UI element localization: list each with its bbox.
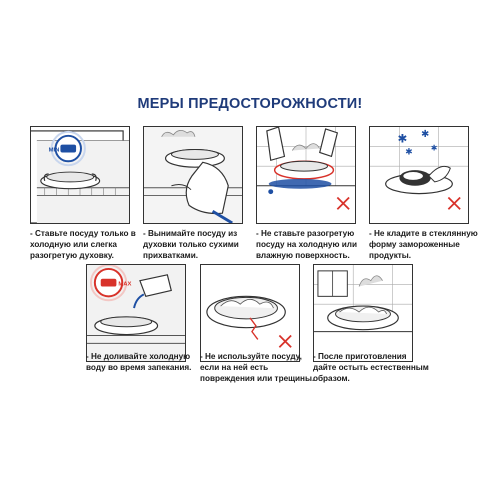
caption-5: - Не доливайте холодную воду во время за… xyxy=(86,352,192,372)
max-badge: MAX xyxy=(118,282,131,288)
cooling-dish-icon xyxy=(314,265,412,361)
frozen-food-icon: ✱ ✱ ✱ ✱ xyxy=(370,127,468,223)
snowflake-icon: ✱ ✱ ✱ ✱ xyxy=(397,129,437,158)
oven-pan-min-icon: MIN xyxy=(31,130,129,223)
hot-pan-wet-surface-icon xyxy=(257,127,355,223)
caption-4: - Не кладите в стеклянную форму замороже… xyxy=(369,229,478,260)
pour-water-icon: MAX xyxy=(87,265,185,361)
panel-cold-water: MAX xyxy=(86,264,186,362)
oven-mitt-icon xyxy=(144,127,242,223)
min-badge: MIN xyxy=(49,147,60,153)
panel-cooling xyxy=(313,264,413,362)
caption-2: - Вынимайте посуду из духовки только сух… xyxy=(143,229,239,260)
svg-text:✱: ✱ xyxy=(431,144,438,153)
panel-cracked xyxy=(200,264,300,362)
page-title: МЕРЫ ПРЕДОСТОРОЖНОСТИ! xyxy=(137,96,363,112)
caption-3: - Не ставьте разогретую посуду на холодн… xyxy=(256,229,358,260)
panel-wet-surface xyxy=(256,126,356,224)
caption-6: - Не используйте посуду, если на ней ест… xyxy=(200,352,315,383)
cracked-dish-icon xyxy=(201,265,299,361)
panel-oven-mitt xyxy=(143,126,243,224)
svg-text:✱: ✱ xyxy=(397,132,407,146)
svg-text:✱: ✱ xyxy=(421,129,429,140)
caption-1: - Ставьте посуду только в холодную или с… xyxy=(30,229,136,260)
caption-7: - После приготовления дайте остыть естес… xyxy=(313,352,429,383)
svg-text:✱: ✱ xyxy=(405,147,412,157)
panel-frozen-food: ✱ ✱ ✱ ✱ xyxy=(369,126,469,224)
panel-oven-min: MIN xyxy=(30,126,130,224)
